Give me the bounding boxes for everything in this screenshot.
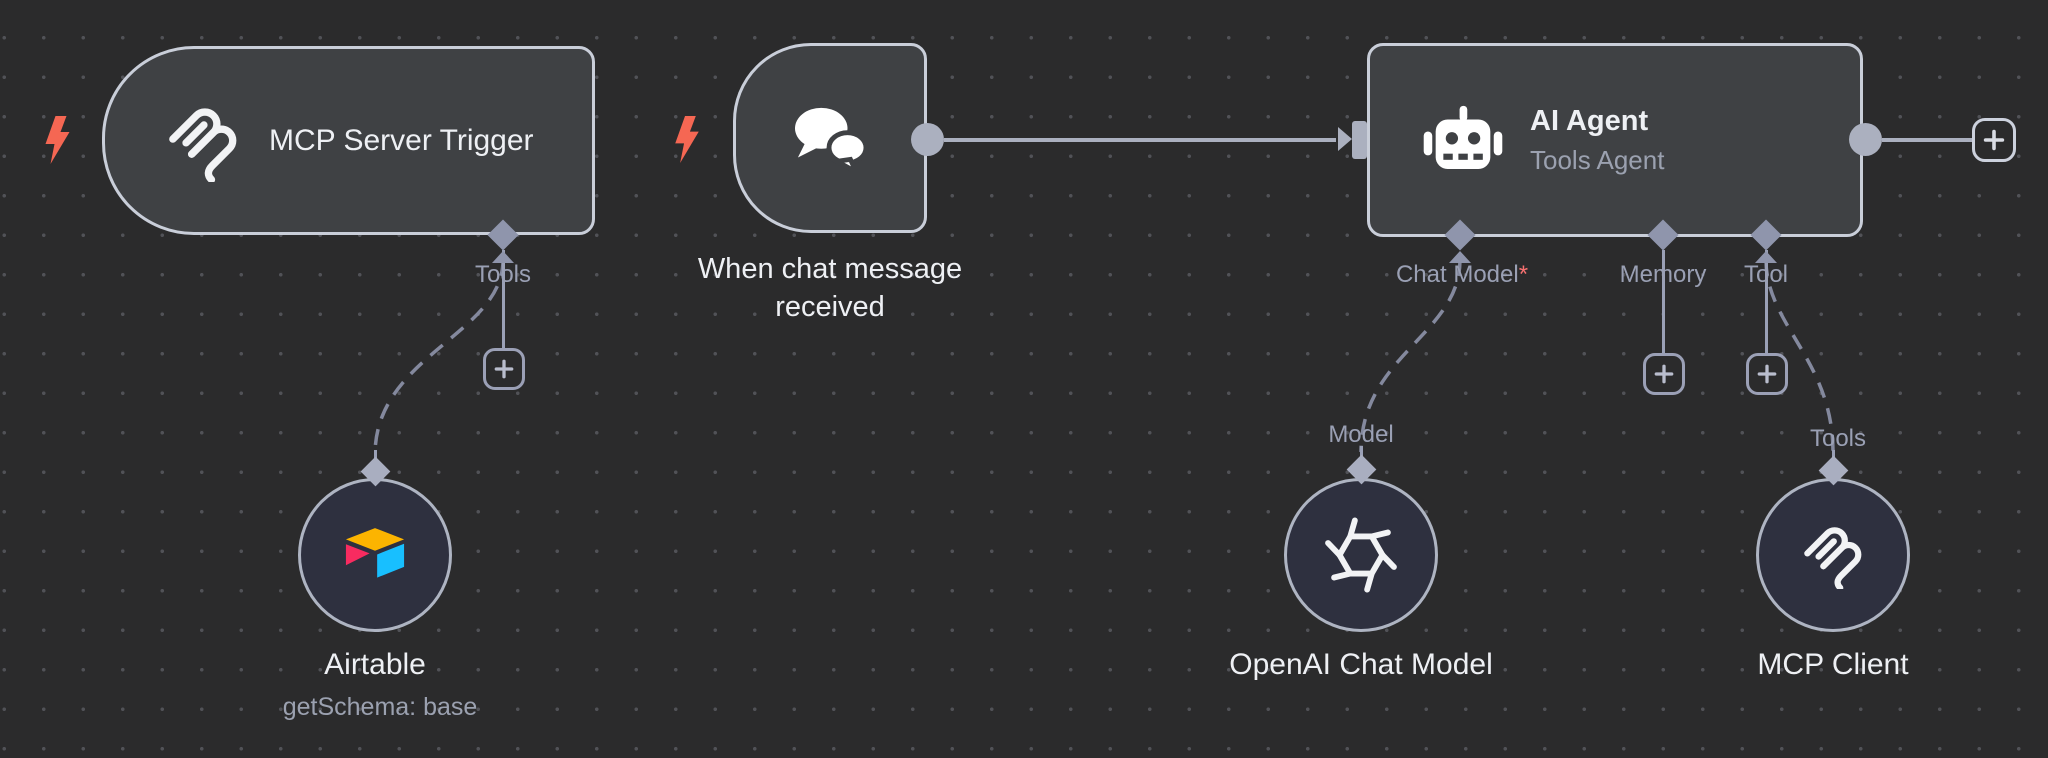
port-label-client-tools: Tools [1809, 425, 1867, 452]
node-airtable[interactable] [298, 478, 452, 632]
mcp-icon [163, 100, 243, 182]
node-caption-airtable: Airtable [324, 648, 426, 681]
trigger-bolt-icon [42, 116, 72, 164]
node-subtitle: Tools Agent [1530, 144, 1665, 175]
add-memory-button[interactable] [1642, 353, 1685, 395]
plus-icon [493, 358, 515, 380]
port-arrow-up [1449, 251, 1471, 263]
robot-icon [1422, 104, 1504, 176]
port-label-tools: Tools [474, 261, 532, 288]
node-subcaption-airtable: getSchema: base [282, 693, 478, 721]
node-ai-agent[interactable]: AI Agent Tools Agent [1367, 43, 1863, 237]
mcp-icon [1799, 521, 1867, 589]
connection-chat-agent[interactable] [944, 138, 1336, 142]
node-chat-trigger[interactable] [733, 43, 927, 233]
port-arrow-up [492, 251, 514, 263]
plus-icon [1653, 363, 1675, 385]
chat-bubbles-icon [786, 103, 874, 173]
connection-arrowhead [1338, 127, 1352, 151]
port-label-model: Model [1328, 421, 1394, 448]
port-chat-output[interactable] [911, 123, 944, 156]
port-label-memory: Memory [1619, 261, 1707, 288]
plus-icon [1756, 363, 1778, 385]
airtable-icon [342, 527, 408, 583]
trigger-bolt-icon [672, 116, 701, 163]
plus-icon [1982, 128, 2006, 152]
node-title: AI Agent [1530, 104, 1649, 137]
add-tool-button[interactable] [482, 348, 525, 390]
connection-agent-plus [1882, 138, 1974, 142]
node-mcp-server-trigger[interactable]: MCP Server Trigger [102, 46, 595, 235]
node-mcp-client[interactable] [1756, 478, 1910, 632]
node-title: MCP Server Trigger [269, 123, 534, 157]
port-label-tool: Tool [1743, 261, 1789, 288]
add-next-node-button[interactable] [1972, 118, 2016, 162]
node-caption-mcp-client: MCP Client [1757, 648, 1909, 681]
port-label-chat-model: Chat Model* [1395, 261, 1529, 288]
connector-memory-plus [1661, 250, 1665, 355]
node-caption-chat-trigger: When chat message received [697, 253, 963, 323]
port-agent-output[interactable] [1849, 123, 1882, 156]
add-agent-tool-button[interactable] [1745, 353, 1788, 395]
port-arrow-up [1755, 251, 1777, 263]
openai-icon [1322, 516, 1400, 594]
node-caption-openai: OpenAI Chat Model [1229, 648, 1493, 681]
node-openai[interactable] [1284, 478, 1438, 632]
port-agent-input [1352, 121, 1367, 159]
required-asterisk: * [1518, 261, 1529, 288]
